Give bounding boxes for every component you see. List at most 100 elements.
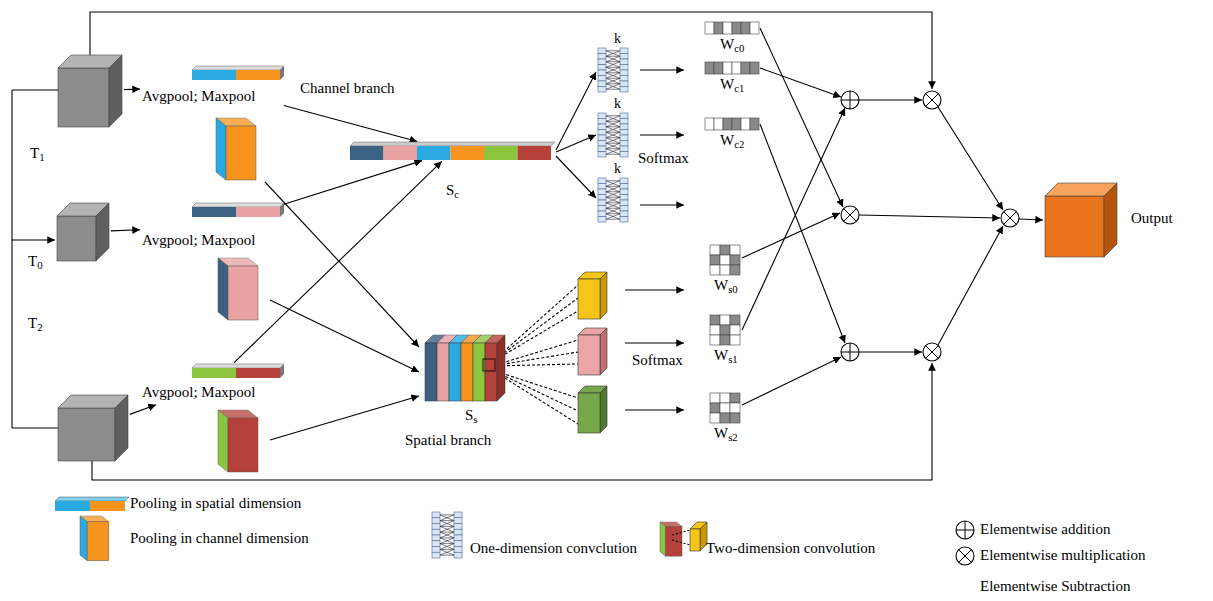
pool-block-front xyxy=(87,522,109,561)
input-cube-shape xyxy=(58,395,128,461)
conv-cell xyxy=(432,524,440,530)
conv-link xyxy=(606,137,620,138)
connector-line xyxy=(859,351,922,352)
connector-line xyxy=(938,107,1003,210)
conv-link xyxy=(606,51,620,57)
conv-cell xyxy=(620,184,628,190)
legend-text: Elementwise multiplication xyxy=(980,547,1145,564)
conv-link xyxy=(606,78,620,84)
conv-cell xyxy=(598,70,606,76)
connector-line xyxy=(556,156,596,198)
conv-cell xyxy=(620,59,628,65)
node-label: Wc0 xyxy=(720,36,744,53)
conv-cell xyxy=(620,152,628,158)
conv-link xyxy=(606,132,620,138)
legend-bar-top xyxy=(55,497,129,501)
conv-link xyxy=(440,526,454,527)
node-label: Sc xyxy=(446,182,459,199)
conv-cell xyxy=(620,200,628,206)
conv-cell xyxy=(454,535,462,541)
conv-link xyxy=(606,186,620,192)
edge-arrow xyxy=(284,105,417,141)
conv-cell xyxy=(598,130,606,136)
conv-cell xyxy=(598,195,606,201)
conv-cell xyxy=(598,124,606,130)
conv-link xyxy=(606,116,620,122)
pool-bar: Avgpool; Maxpool xyxy=(142,203,282,251)
pool-block-side xyxy=(216,118,226,180)
conv-cell xyxy=(454,529,462,535)
pool-block-side xyxy=(218,258,228,320)
operator-stroke xyxy=(926,94,939,107)
conv-link xyxy=(440,532,454,533)
conv-link xyxy=(606,148,620,149)
conv-link xyxy=(606,126,620,127)
conv-link xyxy=(606,56,620,57)
channel-weight-shape xyxy=(705,118,759,130)
conv-cell xyxy=(620,141,628,147)
conv-link xyxy=(440,532,454,538)
conv-cell xyxy=(620,178,628,184)
conv-link xyxy=(606,143,620,144)
operator-stroke xyxy=(959,550,972,563)
multiply-operator xyxy=(923,91,941,109)
conv-cell xyxy=(598,184,606,190)
conv-link xyxy=(606,51,620,57)
connector-line xyxy=(640,134,684,135)
multiply-operator xyxy=(1001,209,1019,227)
conv-link xyxy=(440,544,454,550)
operator-stroke xyxy=(850,91,851,109)
channel-weight: Wc0 xyxy=(705,22,759,34)
connector-line xyxy=(938,226,1003,345)
conv-link xyxy=(606,143,620,149)
legend-text: Two-dimension convolution xyxy=(706,540,875,557)
output-cube: Output xyxy=(1045,183,1117,257)
edge-arrow xyxy=(284,161,422,205)
conv-link xyxy=(440,549,454,550)
multiply-operator xyxy=(841,206,859,224)
operator-stroke xyxy=(926,346,939,359)
conv-link xyxy=(606,78,620,84)
conv-link xyxy=(606,121,620,127)
edge-arrow xyxy=(130,405,156,415)
connector-line xyxy=(270,396,419,440)
conv-cell xyxy=(598,113,606,119)
conv-cell xyxy=(620,124,628,130)
conv-cell xyxy=(454,524,462,530)
conv-link xyxy=(606,127,620,133)
channel-weight: Wc1 xyxy=(705,62,759,74)
node-label: Ss xyxy=(465,407,478,424)
connector-line xyxy=(92,363,932,480)
conv-cell xyxy=(598,206,606,212)
text-label: Channel branch xyxy=(300,80,395,97)
node-label: Avgpool; Maxpool xyxy=(142,384,255,401)
conv-link xyxy=(606,180,620,181)
connector-line xyxy=(625,409,684,410)
conv-cell xyxy=(620,48,628,54)
operator-stroke xyxy=(926,94,939,107)
operator-stroke xyxy=(844,209,857,222)
conv-link xyxy=(440,526,454,532)
pool-block-front xyxy=(226,126,256,180)
conv-cell xyxy=(598,81,606,87)
connector-line xyxy=(672,540,690,545)
conv-cell xyxy=(432,535,440,541)
edge-arrow xyxy=(234,161,442,362)
conv-link xyxy=(606,192,620,198)
node-label: Ws1 xyxy=(714,347,738,364)
connector-line xyxy=(12,89,58,90)
channel-concat: Sc xyxy=(350,142,555,160)
conv-cell xyxy=(598,135,606,141)
conv-link xyxy=(606,132,620,133)
conv-link xyxy=(440,537,454,538)
conv-link xyxy=(606,56,620,62)
text-label: Softmax xyxy=(638,150,689,167)
conv-cell xyxy=(598,211,606,217)
conv-link xyxy=(606,192,620,198)
operator-stroke xyxy=(1004,212,1017,225)
conv-cell xyxy=(620,217,628,223)
add-operator xyxy=(841,91,859,109)
legend-bar xyxy=(55,501,90,511)
pool-bar: Avgpool; Maxpool xyxy=(142,66,282,106)
conv-link xyxy=(606,84,620,90)
